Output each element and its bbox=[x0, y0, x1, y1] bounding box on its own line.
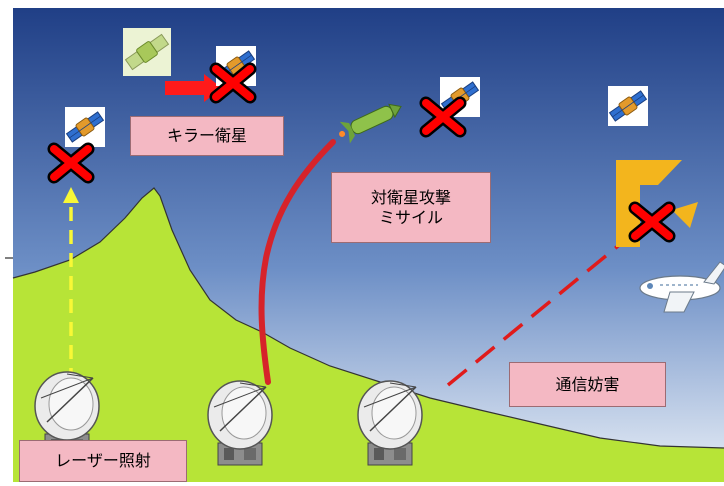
jamming-label: 通信妨害 bbox=[509, 362, 666, 407]
killer-satellite-icon bbox=[123, 28, 171, 76]
parabolic-antenna-icon-jamming bbox=[357, 380, 423, 466]
parabolic-antenna-icon-missile bbox=[207, 380, 273, 466]
mountain-ground bbox=[13, 188, 724, 482]
killer-arrow bbox=[165, 81, 205, 95]
jamming-text: 通信妨害 bbox=[555, 374, 620, 394]
satellite-icon-left bbox=[64, 106, 106, 148]
laser-arrowhead bbox=[63, 187, 79, 203]
laser-label: レーザー照射 bbox=[19, 440, 187, 482]
laser-text: レーザー照射 bbox=[55, 451, 151, 470]
asat-missile-text-line1: 対衛星攻撃 bbox=[370, 187, 451, 207]
killer-satellite-text: キラー衛星 bbox=[166, 126, 247, 145]
asat-missile-text-line2: ミサイル bbox=[378, 207, 443, 227]
jamming-line bbox=[446, 226, 642, 387]
missile-trail bbox=[258, 139, 336, 385]
killer-satellite-label: キラー衛星 bbox=[130, 116, 284, 156]
missile-icon bbox=[339, 103, 402, 144]
satellite-icon-right bbox=[607, 85, 649, 127]
asat-missile-label: 対衛星攻撃 ミサイル bbox=[331, 172, 491, 243]
airplane-icon bbox=[639, 261, 724, 313]
deflector-icon bbox=[616, 160, 682, 247]
